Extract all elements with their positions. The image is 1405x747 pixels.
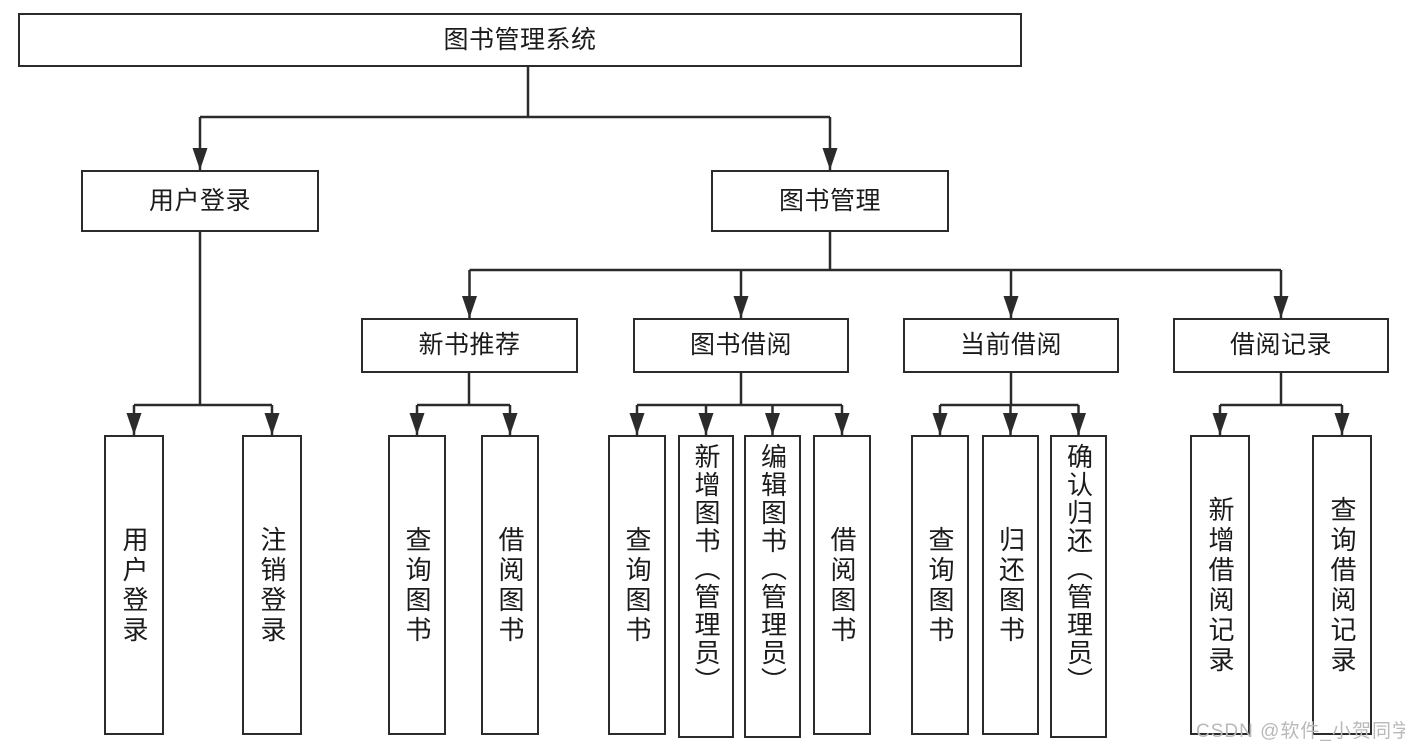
node-label: 新增图书（管理员） — [691, 443, 721, 695]
node-label: 当前借阅 — [959, 331, 1062, 359]
node-l_edit[interactable]: 编辑图书（管理员） — [744, 435, 801, 738]
node-label: 借阅记录 — [1229, 331, 1332, 359]
arrow-head-login — [192, 148, 208, 170]
node-label: 注销登录 — [257, 526, 287, 646]
node-l_confirm[interactable]: 确认归还（管理员） — [1050, 435, 1107, 738]
arrow-head-current — [1003, 296, 1019, 318]
node-label: 编辑图书（管理员） — [757, 443, 788, 695]
arrow-head-l_add — [698, 413, 714, 435]
node-l_b1[interactable]: 借阅图书 — [481, 435, 539, 735]
node-l_return[interactable]: 归还图书 — [982, 435, 1039, 735]
arrow-head-borrow — [733, 296, 749, 318]
node-label: 确认归还（管理员） — [1063, 443, 1094, 695]
node-label: 用户登录 — [119, 526, 149, 646]
node-l_b2[interactable]: 借阅图书 — [813, 435, 871, 735]
arrow-head-l_qrec — [1334, 413, 1350, 435]
node-borrow[interactable]: 图书借阅 — [633, 318, 849, 373]
arrow-head-l_confirm — [1071, 413, 1086, 435]
node-bookmgmt[interactable]: 图书管理 — [711, 170, 949, 232]
node-l_logout[interactable]: 注销登录 — [242, 435, 302, 735]
node-label: 图书借阅 — [689, 331, 792, 359]
arrow-head-l_q2 — [629, 413, 645, 435]
node-records[interactable]: 借阅记录 — [1173, 318, 1389, 373]
node-label: 查询借阅记录 — [1327, 496, 1357, 676]
node-label: 新增借阅记录 — [1205, 496, 1235, 676]
node-label: 查询图书 — [622, 526, 652, 646]
arrow-head-l_b1 — [502, 413, 518, 435]
node-label: 用户登录 — [148, 186, 251, 215]
node-label: 图书管理 — [778, 186, 881, 215]
node-label: 归还图书 — [995, 526, 1026, 646]
node-l_addrec[interactable]: 新增借阅记录 — [1190, 435, 1250, 735]
node-l_add[interactable]: 新增图书（管理员） — [678, 435, 734, 738]
arrow-head-l_edit — [765, 413, 780, 435]
node-label: 新书推荐 — [418, 331, 521, 359]
arrow-head-l_return — [1003, 413, 1018, 435]
node-l_qrec[interactable]: 查询借阅记录 — [1312, 435, 1372, 735]
node-login[interactable]: 用户登录 — [81, 170, 319, 232]
arrow-head-l_login — [126, 413, 142, 435]
arrow-head-l_b2 — [834, 413, 850, 435]
arrow-head-bookmgmt — [822, 148, 838, 170]
node-l_q2[interactable]: 查询图书 — [608, 435, 666, 735]
arrow-head-l_logout — [264, 413, 280, 435]
node-root[interactable]: 图书管理系统 — [18, 13, 1022, 67]
node-label: 查询图书 — [925, 526, 955, 646]
node-l_login[interactable]: 用户登录 — [104, 435, 164, 735]
node-label: 查询图书 — [402, 526, 432, 646]
node-l_q3[interactable]: 查询图书 — [911, 435, 969, 735]
arrow-head-l_addrec — [1212, 413, 1228, 435]
node-current[interactable]: 当前借阅 — [903, 318, 1119, 373]
node-newbook[interactable]: 新书推荐 — [361, 318, 578, 373]
arrow-head-l_q3 — [932, 413, 948, 435]
node-label: 图书管理系统 — [443, 25, 597, 54]
arrow-head-l_q1 — [409, 413, 425, 435]
arrow-head-newbook — [462, 296, 477, 318]
node-l_q1[interactable]: 查询图书 — [388, 435, 446, 735]
arrow-head-records — [1273, 296, 1289, 318]
node-label: 借阅图书 — [495, 526, 525, 646]
node-label: 借阅图书 — [827, 526, 857, 646]
